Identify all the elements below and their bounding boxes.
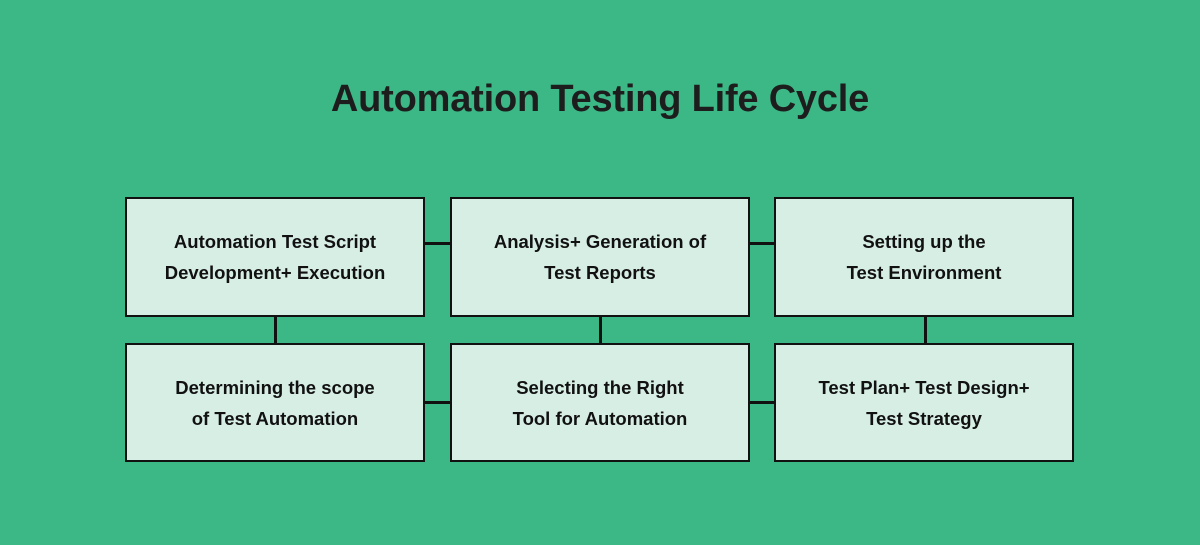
connector-node5-node6 — [748, 401, 776, 404]
node-label: Selecting the Right Tool for Automation — [512, 376, 688, 429]
node-determining-the-scope-of-test-automation[interactable]: Determining the scope of Test Automation — [125, 343, 425, 462]
node-analysis-generation-of-test-reports[interactable]: Analysis+ Generation of Test Reports — [450, 197, 750, 317]
node-selecting-the-right-tool-for-automation[interactable]: Selecting the Right Tool for Automation — [450, 343, 750, 462]
connector-node1-node2 — [423, 242, 452, 245]
connector-node1-node4 — [274, 315, 277, 345]
connector-node3-node6 — [924, 315, 927, 345]
connector-node4-node5 — [423, 401, 452, 404]
node-label: Automation Test Script Development+ Exec… — [164, 231, 386, 283]
connector-node2-node5 — [599, 315, 602, 345]
node-test-plan-test-design-test-strategy[interactable]: Test Plan+ Test Design+ Test Strategy — [774, 343, 1074, 462]
node-automation-test-script-development-execution[interactable]: Automation Test Script Development+ Exec… — [125, 197, 425, 317]
node-label: Test Plan+ Test Design+ Test Strategy — [818, 376, 1030, 429]
node-label: Determining the scope of Test Automation — [175, 376, 375, 429]
node-label: Analysis+ Generation of Test Reports — [493, 231, 707, 283]
connector-node2-node3 — [748, 242, 776, 245]
node-label: Setting up the Test Environment — [846, 231, 1002, 283]
node-setting-up-the-test-environment[interactable]: Setting up the Test Environment — [774, 197, 1074, 317]
page-title: Automation Testing Life Cycle — [330, 78, 870, 120]
